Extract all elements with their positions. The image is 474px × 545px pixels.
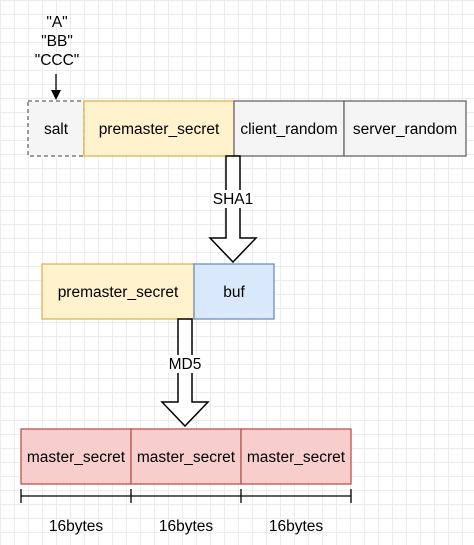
row3-master-secret-box-3: master_secret bbox=[240, 428, 352, 485]
svg-text:buf: buf bbox=[223, 284, 245, 301]
sha1-arrow: SHA1 bbox=[208, 155, 258, 264]
size-label-3: 16bytes bbox=[269, 518, 324, 535]
svg-text:master_secret: master_secret bbox=[27, 449, 126, 466]
salt-arrow bbox=[51, 74, 61, 100]
row2-premaster-secret-box: premaster_secret bbox=[41, 263, 195, 320]
row2-buf-box: buf bbox=[193, 263, 275, 320]
md5-label: MD5 bbox=[169, 356, 202, 373]
sha1-label: SHA1 bbox=[213, 191, 254, 208]
svg-text:master_secret: master_secret bbox=[137, 449, 236, 466]
salt-value-bb: "BB" bbox=[41, 33, 73, 50]
row1-server-random-box: server_random bbox=[343, 100, 467, 157]
svg-text:premaster_secret: premaster_secret bbox=[99, 121, 220, 138]
svg-text:salt: salt bbox=[44, 121, 69, 138]
salt-value-ccc: "CCC" bbox=[35, 52, 80, 69]
salt-value-a: "A" bbox=[46, 14, 67, 31]
row1-premaster-secret-box: premaster_secret bbox=[83, 100, 235, 157]
row3-master-secret-box-1: master_secret bbox=[20, 428, 132, 485]
size-label-2: 16bytes bbox=[159, 518, 214, 535]
md5-arrow: MD5 bbox=[160, 318, 210, 428]
row3-master-secret-box-2: master_secret bbox=[130, 428, 242, 485]
row1-client-random-box: client_random bbox=[233, 100, 345, 157]
size-label-1: 16bytes bbox=[49, 518, 104, 535]
row1-salt-box: salt bbox=[27, 100, 85, 157]
svg-text:master_secret: master_secret bbox=[247, 449, 346, 466]
svg-text:premaster_secret: premaster_secret bbox=[58, 284, 179, 301]
svg-text:server_random: server_random bbox=[353, 121, 457, 138]
size-bracket bbox=[20, 489, 352, 503]
svg-text:client_random: client_random bbox=[240, 121, 337, 138]
